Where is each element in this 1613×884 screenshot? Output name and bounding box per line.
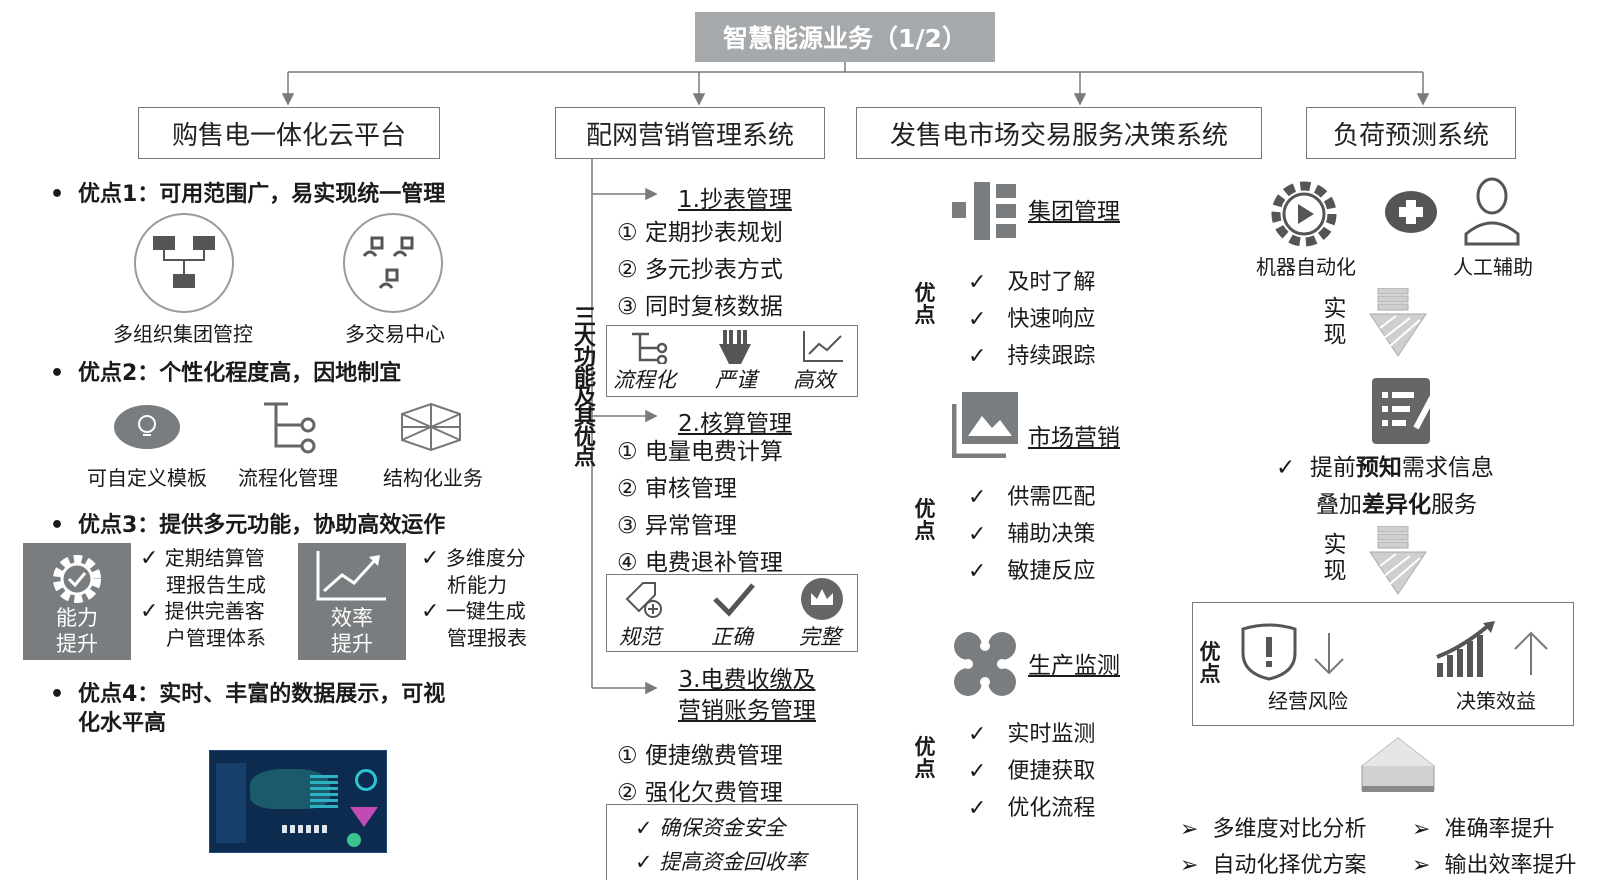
accounting-tags-box: 规范 正确 完整 <box>606 574 858 652</box>
realize-label-1: 实现 <box>1323 296 1347 348</box>
label-custom-template: 可自定义模板 <box>87 466 207 490</box>
decision-benefit-label: 决策效益 <box>1456 689 1536 713</box>
dashboard-thumbnail <box>209 750 387 853</box>
hierarchy-icon <box>952 182 1016 240</box>
production-monitoring-title: 生产监测 <box>1028 653 1120 679</box>
section-accounting: 2.核算管理 <box>678 411 792 437</box>
collection-item-1: ① 便捷缴费管理 <box>617 743 783 769</box>
efficiency-chart-icon <box>803 331 843 362</box>
workflow-icon <box>264 402 316 454</box>
image-gallery-icon <box>952 392 1018 458</box>
ability-tile-line2: 提升 <box>56 632 98 656</box>
forecast-info: ✓ 提前预知需求信息 叠加差异化服务 <box>1276 455 1494 518</box>
business-risk-label: 经营风险 <box>1268 689 1348 713</box>
strict-hands-icon <box>719 330 751 364</box>
plus-icon <box>1385 191 1437 233</box>
up-pentagon-arrow-icon <box>1361 737 1435 792</box>
advantage-4: •优点4：实时、丰富的数据展示，可视 化水平高 <box>50 682 446 736</box>
column-header-cloud-platform: 购售电一体化云平台 <box>138 107 440 159</box>
column-header-load-forecast: 负荷预测系统 <box>1306 107 1516 159</box>
advantage-label-forecast: 优点 <box>1199 640 1221 686</box>
tag-standard: 规范 <box>619 625 661 649</box>
advantage-1: •优点1：可用范围广，易实现统一管理 <box>50 182 446 207</box>
result-list-right: ➢ 准确率提升 ➢ 输出效率提升 <box>1412 817 1577 878</box>
machine-automation-label: 机器自动化 <box>1256 255 1356 279</box>
advantage-2: •优点2：个性化程度高，因地制宜 <box>50 361 402 386</box>
efficiency-tile: 效率 提升 <box>298 543 406 660</box>
down-arrow-icon <box>1314 633 1344 675</box>
meter-tags-box: 流程化 严谨 高效 <box>606 325 858 397</box>
automation-gear-icon <box>1271 181 1337 247</box>
person-icon <box>1464 177 1520 246</box>
workflow-small-icon <box>632 332 668 364</box>
exchange-center-icon <box>343 213 443 313</box>
benefit-fund-recovery: 提高资金回收率 <box>659 850 807 874</box>
three-functions-label: 三大功能及其优点 <box>570 305 595 465</box>
label-multi-exchange: 多交易中心 <box>345 322 445 346</box>
ability-tile: 能力 提升 <box>23 543 131 660</box>
checks-efficiency: ✓ 多维度分 析能力 ✓ 一键生成 管理报表 <box>421 546 527 650</box>
page-title: 智慧能源业务（1/2） <box>695 12 995 62</box>
notepad-edit-icon <box>1372 378 1437 444</box>
up-arrow-icon <box>1514 631 1548 675</box>
accounting-item-2: ② 审核管理 <box>617 476 737 502</box>
efficiency-tile-line1: 效率 <box>331 606 373 630</box>
accounting-item-1: ① 电量电费计算 <box>617 439 783 465</box>
accounting-item-4: ④ 电费退补管理 <box>617 550 783 576</box>
crown-icon <box>801 578 843 620</box>
meter-item-1: ① 定期抄表规划 <box>617 220 783 246</box>
tag-complete: 完整 <box>799 625 841 649</box>
efficiency-tile-line2: 提升 <box>331 632 373 656</box>
marketing-title: 市场营销 <box>1028 425 1120 451</box>
group-management-list: ✓ 及时了解 ✓ 快速响应 ✓ 持续跟踪 <box>968 270 1096 369</box>
section-collection: 3.电费收缴及 营销账务管理 <box>678 667 816 724</box>
meter-item-2: ② 多元抄表方式 <box>617 257 783 283</box>
down-arrow-icon-1 <box>1369 288 1427 357</box>
advantage-3: •优点3：提供多元功能，协助高效运作 <box>50 513 446 538</box>
realize-label-2: 实现 <box>1323 532 1347 584</box>
tag-process: 流程化 <box>613 368 676 392</box>
org-chart-icon <box>134 213 234 313</box>
forecast-advantages-box: 优点 经营风险 决策效益 <box>1192 602 1574 726</box>
growth-bars-icon <box>1436 621 1495 677</box>
advantage-label-3: 优点 <box>914 735 936 781</box>
accounting-item-3: ③ 异常管理 <box>617 513 737 539</box>
column-header-trading-system: 发售电市场交易服务决策系统 <box>856 107 1262 159</box>
risk-shield-icon <box>1241 623 1297 681</box>
production-monitoring-list: ✓ 实时监测 ✓ 便捷获取 ✓ 优化流程 <box>968 722 1096 821</box>
ability-tile-line1: 能力 <box>56 606 98 630</box>
group-management-title: 集团管理 <box>1028 199 1120 225</box>
meter-item-3: ③ 同时复核数据 <box>617 294 783 320</box>
lightbulb-icon <box>114 405 180 449</box>
tag-strict: 严谨 <box>715 368 757 392</box>
benefit-fund-safety: 确保资金安全 <box>659 816 786 840</box>
down-arrow-icon-2 <box>1369 526 1427 595</box>
collection-benefits-box: ✓ 确保资金安全 ✓ 提高资金回收率 <box>606 804 858 880</box>
checkmark-icon <box>713 583 755 617</box>
trend-chart-icon <box>316 551 386 601</box>
collection-item-2: ② 强化欠费管理 <box>617 780 783 806</box>
label-structured-business: 结构化业务 <box>383 466 483 490</box>
column-header-marketing-system: 配网营销管理系统 <box>555 107 825 159</box>
tag-correct: 正确 <box>711 625 753 649</box>
structure-icon <box>401 402 461 452</box>
human-assist-label: 人工辅助 <box>1453 255 1533 279</box>
gear-check-icon <box>53 555 101 603</box>
monitoring-icon <box>954 632 1016 696</box>
advantage-label-2: 优点 <box>914 497 936 543</box>
section-meter-reading: 1.抄表管理 <box>678 187 792 213</box>
result-list-left: ➢ 多维度对比分析 ➢ 自动化择优方案 <box>1180 817 1367 878</box>
advantage-label-1: 优点 <box>914 281 936 327</box>
tag-efficient: 高效 <box>793 368 835 392</box>
label-process-management: 流程化管理 <box>238 466 338 490</box>
marketing-list: ✓ 供需匹配 ✓ 辅助决策 ✓ 敏捷反应 <box>968 485 1096 584</box>
tag-plus-icon <box>625 582 662 618</box>
checks-ability: ✓ 定期结算管 理报告生成 ✓ 提供完善客 户管理体系 <box>140 546 266 650</box>
label-multi-org: 多组织集团管控 <box>113 322 253 346</box>
